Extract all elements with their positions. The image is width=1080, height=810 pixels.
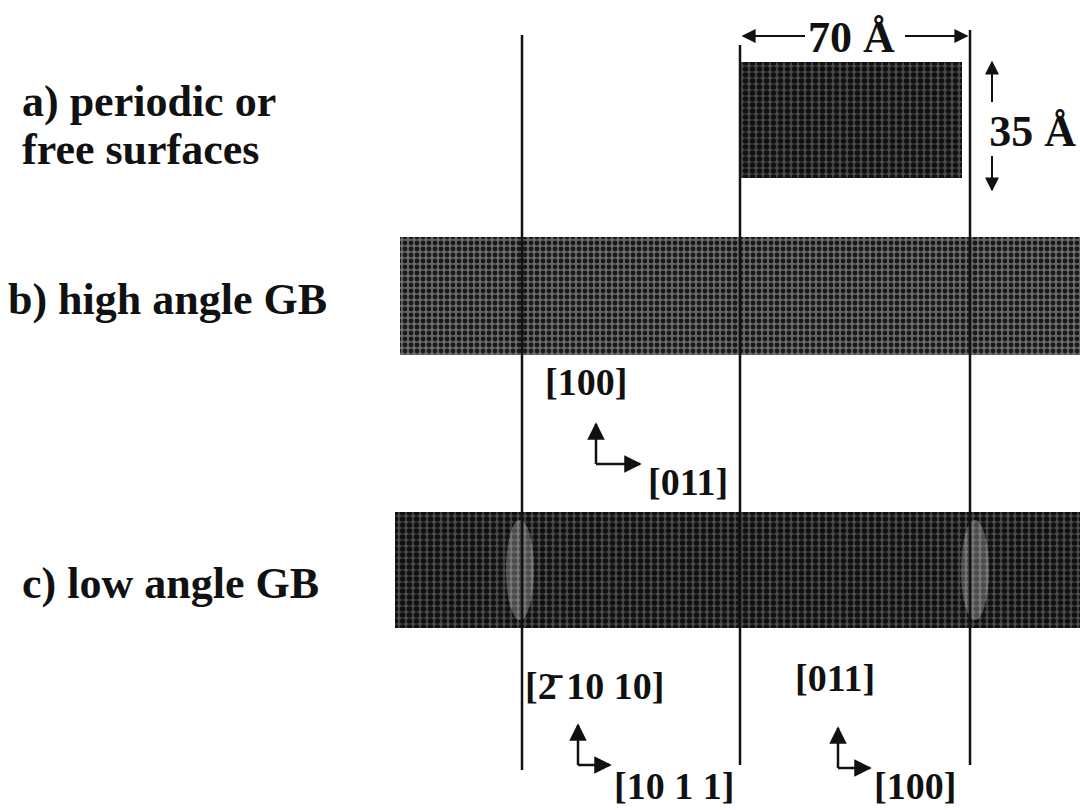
- guide-lines: [522, 30, 970, 770]
- direction-label: [011]: [795, 658, 875, 700]
- direction-label: [10 1 1]: [614, 766, 734, 808]
- axis-arrows: [578, 424, 870, 768]
- atom-slab: [395, 512, 1080, 628]
- atom-slab: [740, 62, 962, 178]
- direction-label: [011]: [648, 462, 728, 504]
- panel-title: a) periodic or free surfaces: [22, 78, 342, 175]
- panel-title: c) low angle GB: [22, 560, 319, 608]
- dimension-label: 70 Å: [808, 14, 895, 62]
- dimension-label: 35 Å: [989, 108, 1076, 156]
- panel-title: b) high angle GB: [8, 276, 327, 324]
- direction-label: [100]: [545, 362, 627, 404]
- dislocation-cores: [506, 520, 989, 620]
- direction-label: [2̄ 10 10]: [525, 666, 664, 708]
- direction-label: [100]: [874, 766, 956, 808]
